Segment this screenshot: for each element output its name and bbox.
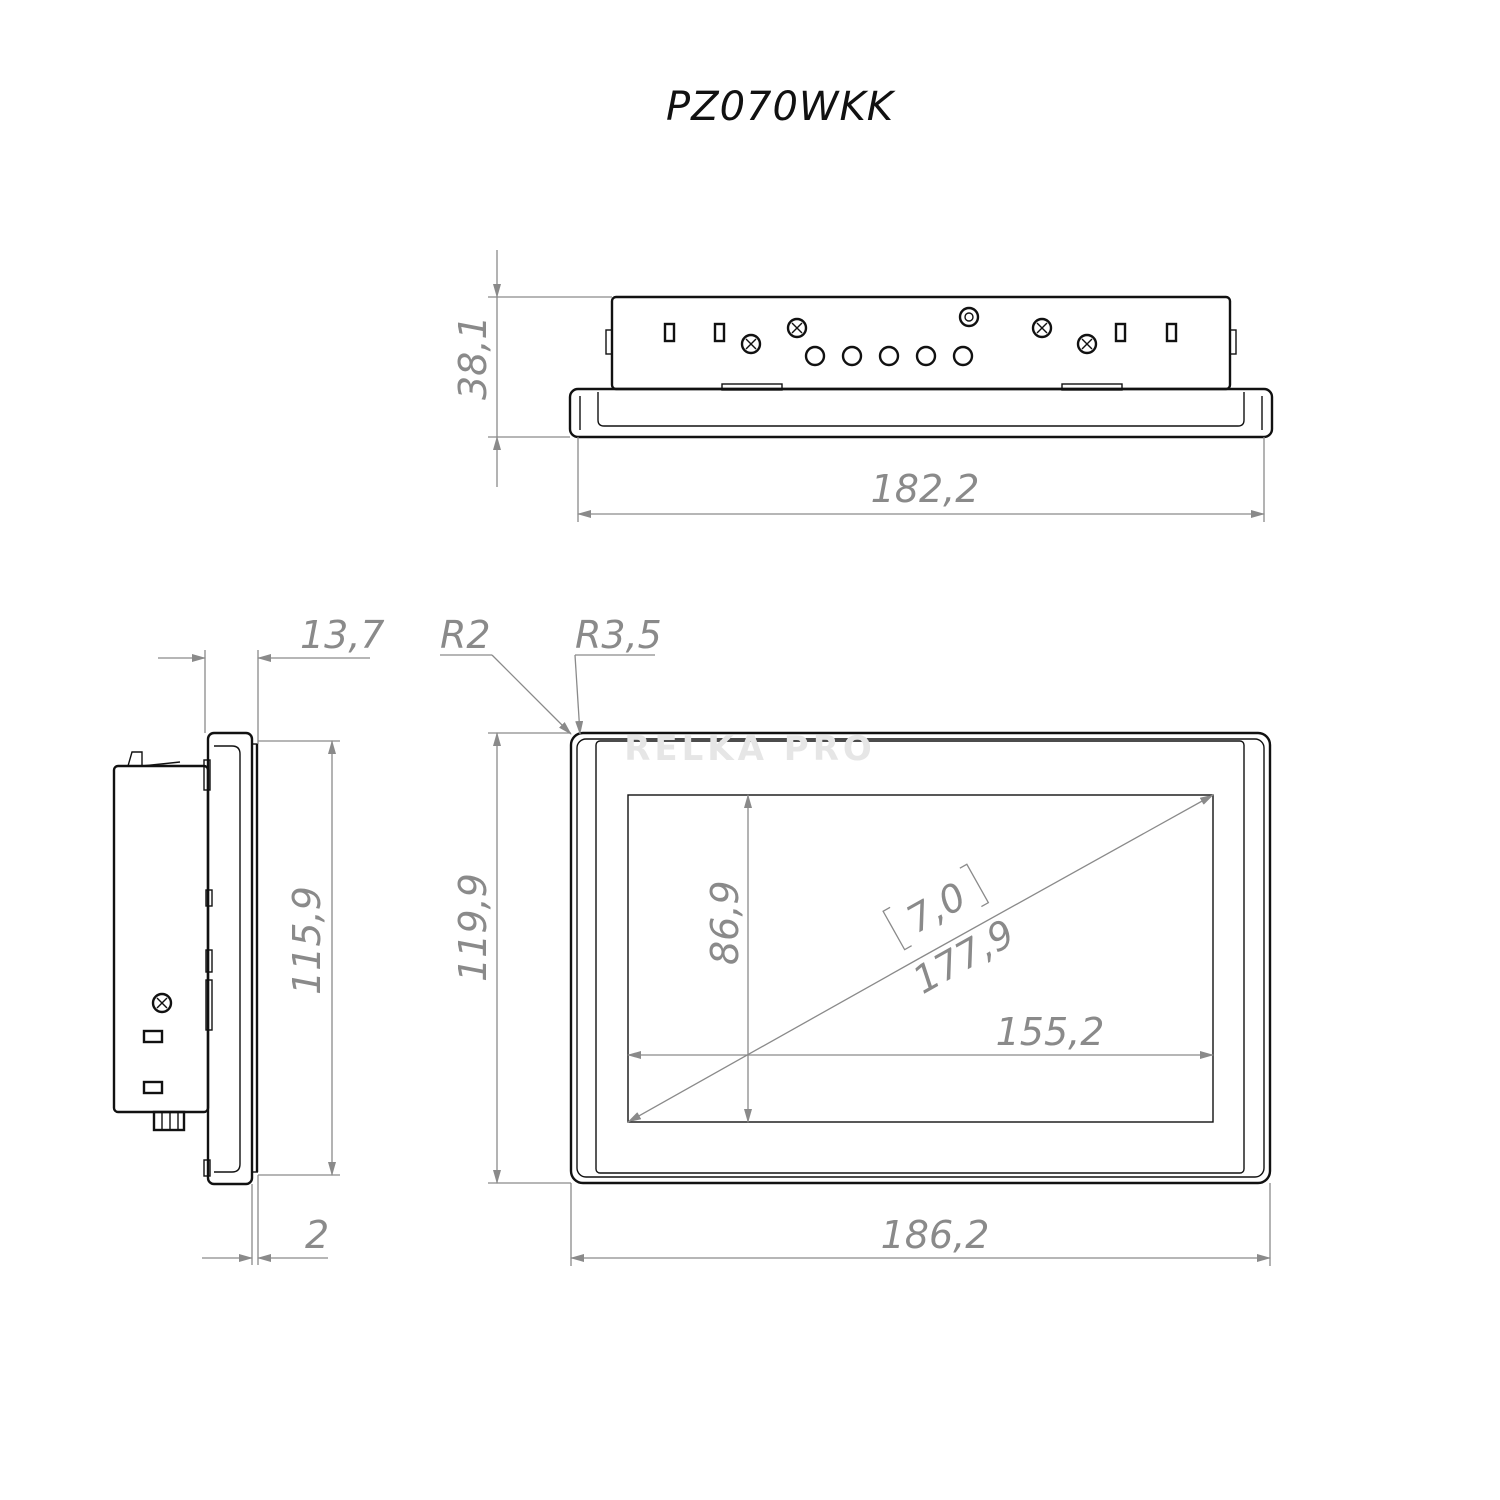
dimension-label: 119,9	[451, 873, 495, 982]
top-view: 38,1 182,2	[451, 250, 1274, 522]
dimension-label: 155,2	[996, 1010, 1105, 1054]
screen-area	[627, 794, 1214, 1123]
dimension-top-height: 38,1	[451, 250, 612, 487]
slot-connector	[713, 322, 726, 343]
port-icon	[915, 345, 937, 367]
radius-callouts: R2 R3,5	[440, 613, 662, 735]
port-icon	[841, 345, 863, 367]
top-view-housing	[610, 295, 1232, 391]
dimension-side-height: 115,9	[258, 740, 340, 1176]
slot-connector	[142, 1029, 164, 1044]
slot-connector	[663, 322, 676, 343]
port-icon	[804, 345, 826, 367]
dimension-front-width: 186,2	[570, 1183, 1271, 1266]
dimension-front-height: 119,9	[451, 732, 571, 1184]
screw-icon	[1076, 333, 1098, 355]
dimension-side-bezel: 2	[202, 1175, 329, 1265]
dimension-label: 86,9	[703, 880, 747, 965]
front-view-frame	[569, 731, 1272, 1185]
radius-label: R3,5	[575, 613, 662, 657]
top-view-bezel	[568, 387, 1274, 439]
radius-label: R2	[440, 613, 491, 657]
side-view-bezel	[206, 731, 254, 1186]
screw-icon	[1031, 317, 1053, 339]
port-icon	[952, 345, 974, 367]
port-icon	[878, 345, 900, 367]
bracket-right	[959, 863, 990, 908]
slot-connector	[1165, 322, 1178, 343]
dimension-side-depth: 13,7	[158, 613, 385, 744]
dimension-label: 186,2	[881, 1213, 990, 1257]
side-view-housing	[112, 764, 210, 1114]
dimension-label: 13,7	[300, 613, 385, 657]
dimension-label: 182,2	[871, 467, 980, 511]
dimension-top-width: 182,2	[577, 437, 1265, 522]
watermark: RELKA PRO	[624, 729, 876, 769]
port-icon	[958, 306, 980, 328]
slot-connector	[1114, 322, 1127, 343]
bottom-connector	[152, 1110, 186, 1132]
dimension-screen-width: 155,2	[627, 1010, 1214, 1059]
bracket-left	[882, 906, 912, 951]
dimension-label: 115,9	[285, 886, 329, 995]
screw-icon	[786, 317, 808, 339]
dimension-label: 2	[305, 1213, 329, 1257]
front-view: RELKA PRO R2 R3,5 119,9 186,2	[440, 613, 1272, 1266]
slot-connector	[142, 1080, 164, 1095]
screw-icon	[151, 992, 173, 1014]
drawing-title: PZ070WKK	[666, 84, 896, 130]
dimension-label: 38,1	[451, 315, 495, 400]
dimension-screen-height: 86,9	[703, 794, 752, 1123]
side-view: 13,7 115,9 2	[112, 613, 385, 1265]
screw-icon	[740, 333, 762, 355]
